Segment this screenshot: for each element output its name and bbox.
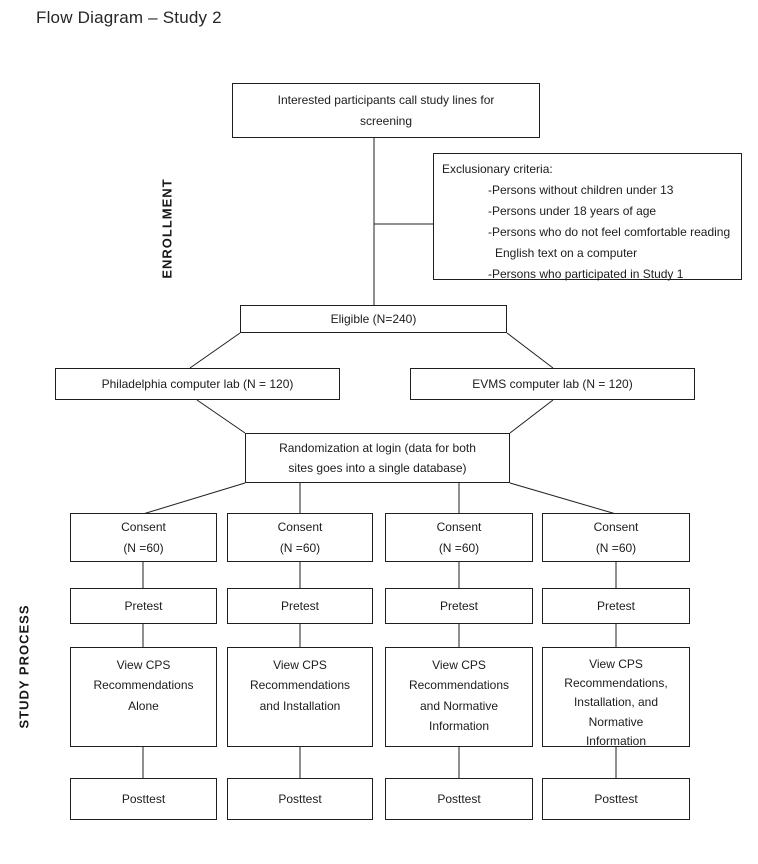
section-label-study-process: STUDY PROCESS xyxy=(16,604,32,729)
consent-label: Consent xyxy=(436,520,482,535)
consent-n: (N =60) xyxy=(279,540,321,555)
pretest-box-arm1: Pretest xyxy=(70,588,217,624)
site-evms-box: EVMS computer lab (N = 120) xyxy=(410,368,695,400)
site-evms-text: EVMS computer lab (N = 120) xyxy=(472,376,633,391)
eligible-box: Eligible (N=240) xyxy=(240,305,507,333)
posttest-box-arm4: Posttest xyxy=(542,778,690,820)
consent-box-arm4: Consent (N =60) xyxy=(542,513,690,562)
consent-label: Consent xyxy=(593,520,639,535)
connector-randomization-to-arm4 xyxy=(509,482,617,515)
exclusion-item: -Persons who participated in Study 1 xyxy=(488,267,684,281)
pretest-label: Pretest xyxy=(596,598,635,613)
connector-philadelphia-to-randomization xyxy=(196,399,246,434)
consent-box-arm1: Consent (N =60) xyxy=(70,513,217,562)
connector-eligible-to-evms xyxy=(506,332,554,369)
connector-eligible-to-philadelphia xyxy=(189,332,241,369)
site-philadelphia-text: Philadelphia computer lab (N = 120) xyxy=(101,376,294,391)
pretest-label: Pretest xyxy=(124,598,163,613)
posttest-label: Posttest xyxy=(437,791,481,806)
consent-label: Consent xyxy=(121,520,166,535)
page-title: Flow Diagram – Study 2 xyxy=(36,8,222,27)
posttest-label: Posttest xyxy=(121,791,166,806)
pretest-box-arm4: Pretest xyxy=(542,588,690,624)
posttest-label: Posttest xyxy=(594,791,638,806)
exclusion-item: -Persons without children under 13 xyxy=(488,183,674,197)
pretest-label: Pretest xyxy=(280,598,319,613)
site-philadelphia-box: Philadelphia computer lab (N = 120) xyxy=(55,368,340,400)
exclusion-heading: Exclusionary criteria: xyxy=(442,162,553,176)
section-label-enrollment: ENROLLMENT xyxy=(159,178,175,279)
pretest-label: Pretest xyxy=(439,598,478,613)
consent-label: Consent xyxy=(277,520,323,535)
posttest-box-arm3: Posttest xyxy=(385,778,533,820)
connector-evms-to-randomization xyxy=(509,399,554,434)
consent-box-arm2: Consent (N =60) xyxy=(227,513,373,562)
consent-n: (N =60) xyxy=(595,540,637,555)
posttest-label: Posttest xyxy=(278,791,322,806)
consent-n: (N =60) xyxy=(123,540,164,555)
consent-n: (N =60) xyxy=(438,540,480,555)
consent-box-arm3: Consent (N =60) xyxy=(385,513,533,562)
connector-randomization-to-arm1 xyxy=(142,482,246,515)
posttest-box-arm2: Posttest xyxy=(227,778,373,820)
exclusion-criteria-box: Exclusionary criteria: -Persons without … xyxy=(433,153,742,281)
screening-box: Interested participants call study lines… xyxy=(232,83,540,138)
pretest-box-arm3: Pretest xyxy=(385,588,533,624)
exclusion-item: -Persons who do not feel comfortable rea… xyxy=(488,225,731,260)
eligible-text: Eligible (N=240) xyxy=(330,311,417,326)
screening-text: Interested participants call study lines… xyxy=(277,93,495,128)
pretest-box-arm2: Pretest xyxy=(227,588,373,624)
posttest-box-arm1: Posttest xyxy=(70,778,217,820)
exclusion-item: -Persons under 18 years of age xyxy=(488,204,657,218)
